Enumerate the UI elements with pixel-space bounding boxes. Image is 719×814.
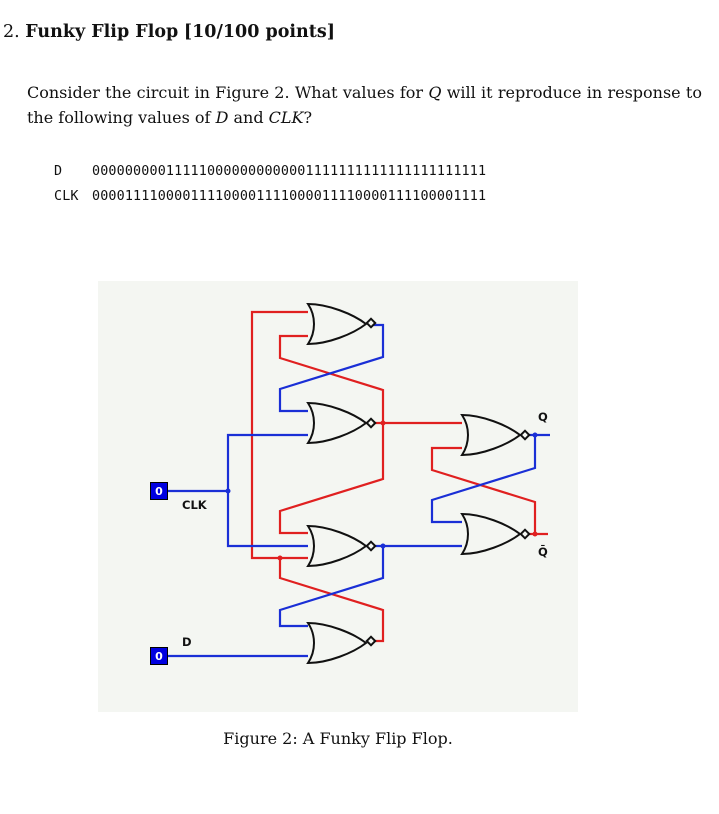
junction-dot (225, 488, 231, 494)
var-q: Q (428, 83, 442, 102)
junction-dot (277, 555, 283, 561)
junction-dot (532, 432, 538, 438)
signal-name: D (54, 164, 63, 179)
d-input-toggle[interactable]: 0 (150, 647, 168, 665)
nor-gate (307, 303, 377, 345)
clk-input-toggle[interactable]: 0 (150, 482, 168, 500)
var-d: D (215, 108, 229, 127)
problem-heading: 2. Funky Flip Flop [10/100 points] (3, 22, 335, 42)
problem-title: Funky Flip Flop (25, 22, 179, 42)
var-clk: CLK (268, 108, 304, 127)
wires-low (168, 323, 550, 658)
nor-gate (307, 402, 377, 444)
q-bar-output-label: Q̄ (538, 545, 548, 559)
prompt-text: and (228, 108, 269, 127)
signal-row-clk: CLK 0000111100001111000011110000111100001… (54, 184, 486, 209)
signal-row-d: D 000000000111110000000000001111111111111… (54, 159, 486, 184)
clk-label: CLK (182, 498, 207, 512)
wires-high (250, 310, 548, 643)
prompt-text: will it reproduce in response to the fol… (27, 83, 702, 127)
nor-gate (307, 622, 377, 664)
circuit-figure: 0 CLK 0 D Q Q̄ (98, 281, 578, 712)
signal-values: 0000111100001111000011110000111100001111… (92, 189, 487, 204)
problem-prompt: Consider the circuit in Figure 2. What v… (27, 80, 702, 130)
figure-caption: Figure 2: A Funky Flip Flop. (223, 729, 453, 748)
nor-gate (307, 525, 377, 567)
problem-points: [10/100 points] (183, 22, 335, 42)
junction-dot (532, 531, 538, 537)
signal-name: CLK (54, 189, 79, 204)
signal-table: D 000000000111110000000000001111111111111… (54, 159, 486, 209)
problem-number: 2. (3, 22, 20, 42)
d-label: D (182, 635, 192, 649)
signal-values: 0000000001111100000000000011111111111111… (92, 164, 487, 179)
junction-dot (380, 543, 386, 549)
junction-dot (380, 420, 386, 426)
prompt-text: ? (303, 108, 313, 127)
prompt-text: Consider the circuit in Figure 2. What v… (27, 83, 429, 102)
q-output-label: Q (538, 410, 548, 424)
nor-gate (461, 414, 531, 456)
circuit-diagram (168, 303, 550, 664)
nor-gate (461, 513, 531, 555)
